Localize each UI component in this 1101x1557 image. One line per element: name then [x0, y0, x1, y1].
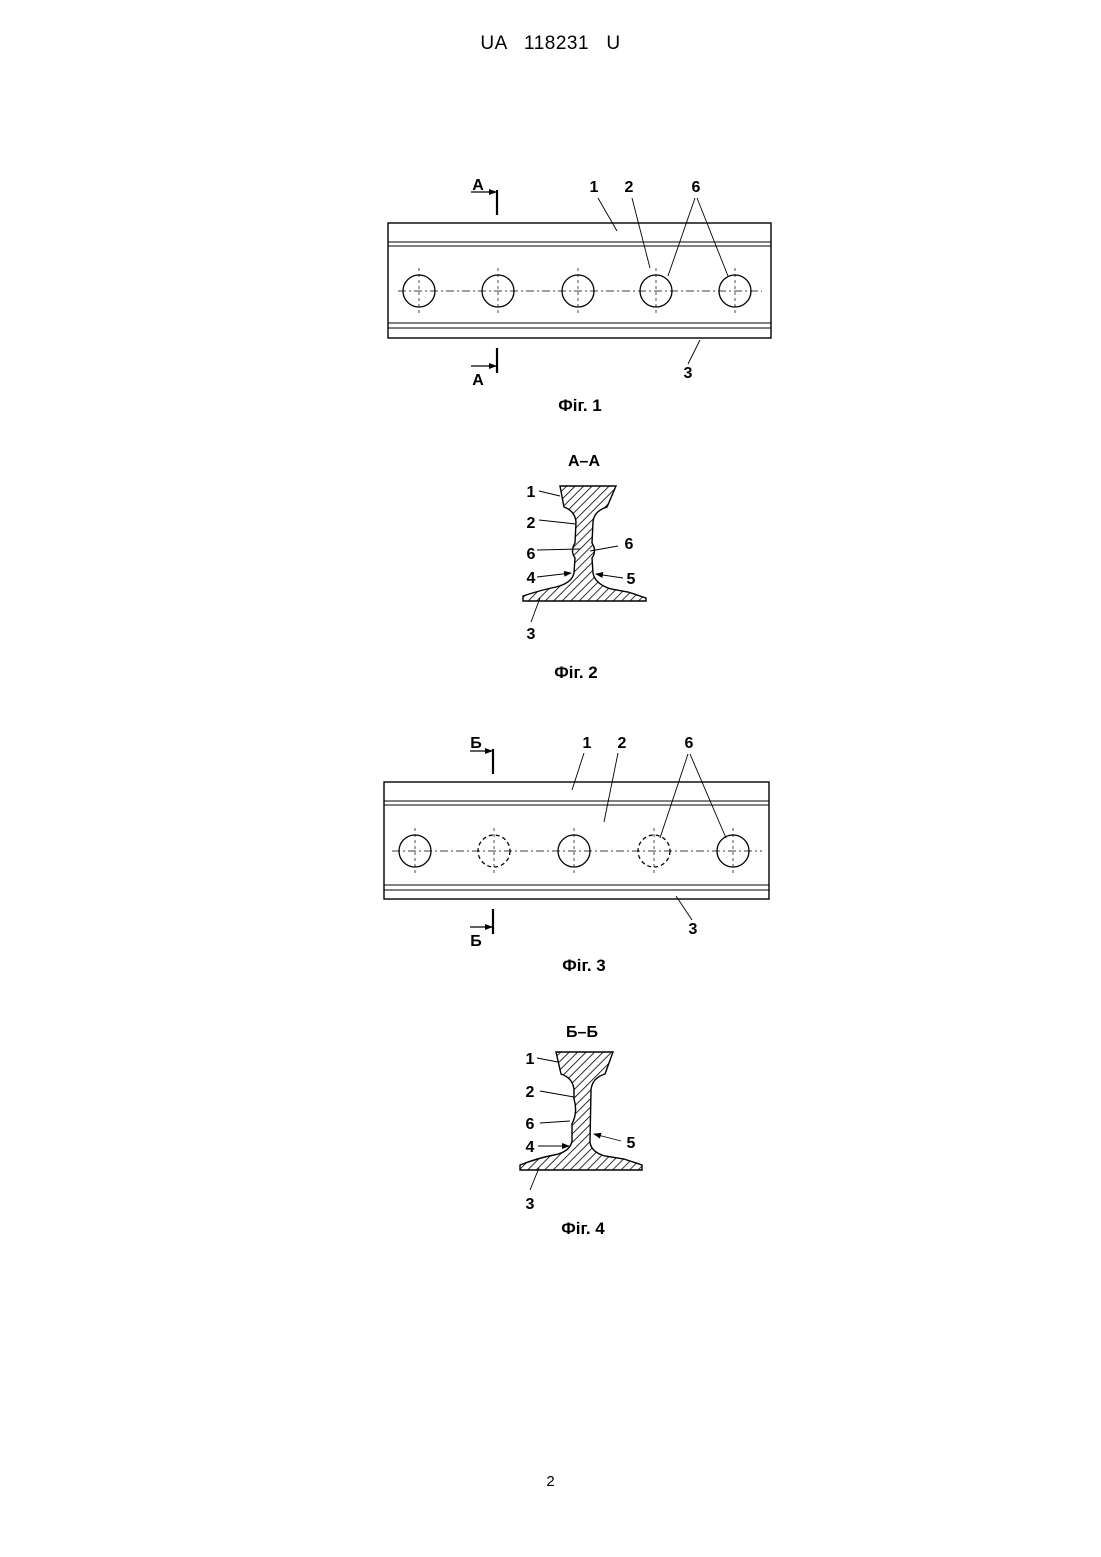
- fig4-caption: Фіг. 4: [561, 1219, 605, 1238]
- fig3-label-web: 2: [618, 735, 627, 752]
- fig3-labels: Б Б 1 2 6 3 Фіг. 3: [470, 735, 697, 975]
- fig4-label-web: 2: [526, 1084, 535, 1101]
- fig3-leader-lines: [572, 753, 726, 920]
- fig1-caption: Фіг. 1: [558, 396, 602, 415]
- fig3-label-base: 3: [689, 921, 698, 938]
- fig1-section-marker-bottom: [471, 348, 497, 373]
- fig4-section-title: Б–Б: [566, 1024, 598, 1041]
- figure-3: [384, 749, 769, 934]
- figure-1: [388, 190, 771, 373]
- fig4-label-head: 1: [526, 1051, 535, 1068]
- fig4-rail-cross-section: [520, 1052, 642, 1170]
- fig3-rail-side-view: [384, 782, 769, 899]
- fig1-label-web: 2: [625, 179, 634, 196]
- fig2-section-title: А–А: [568, 453, 600, 470]
- fig2-label-side-right: 5: [627, 571, 636, 588]
- fig1-label-base: 3: [684, 365, 693, 382]
- fig2-caption: Фіг. 2: [554, 663, 598, 682]
- fig1-section-label-bottom: А: [472, 372, 484, 389]
- fig2-label-side-left: 4: [527, 570, 536, 587]
- fig2-label-holes-left: 6: [527, 546, 536, 563]
- fig1-labels: А А 1 2 6 3 Фіг. 1: [472, 177, 700, 415]
- fig4-label-holes-left: 6: [526, 1116, 535, 1133]
- fig3-section-label-bottom: Б: [470, 933, 482, 950]
- fig3-caption: Фіг. 3: [562, 956, 606, 975]
- figure-2: [523, 486, 646, 622]
- fig1-label-holes: 6: [692, 179, 701, 196]
- fig2-label-web: 2: [527, 515, 536, 532]
- fig3-label-holes: 6: [685, 735, 694, 752]
- fig2-label-base: 3: [527, 626, 536, 643]
- fig3-label-head: 1: [583, 735, 592, 752]
- fig3-section-marker-top: [470, 749, 493, 774]
- page-number: 2: [0, 1473, 1101, 1490]
- figure-4: [520, 1052, 642, 1190]
- fig3-section-label-top: Б: [470, 735, 482, 752]
- fig4-label-side-left: 4: [526, 1139, 535, 1156]
- fig4-label-side-right: 5: [627, 1135, 636, 1152]
- fig2-label-head: 1: [527, 484, 536, 501]
- fig4-label-base: 3: [526, 1196, 535, 1213]
- fig1-label-head: 1: [590, 179, 599, 196]
- fig2-label-holes-right: 6: [625, 536, 634, 553]
- fig1-section-label-top: А: [472, 177, 484, 194]
- fig3-section-marker-bottom: [470, 909, 493, 934]
